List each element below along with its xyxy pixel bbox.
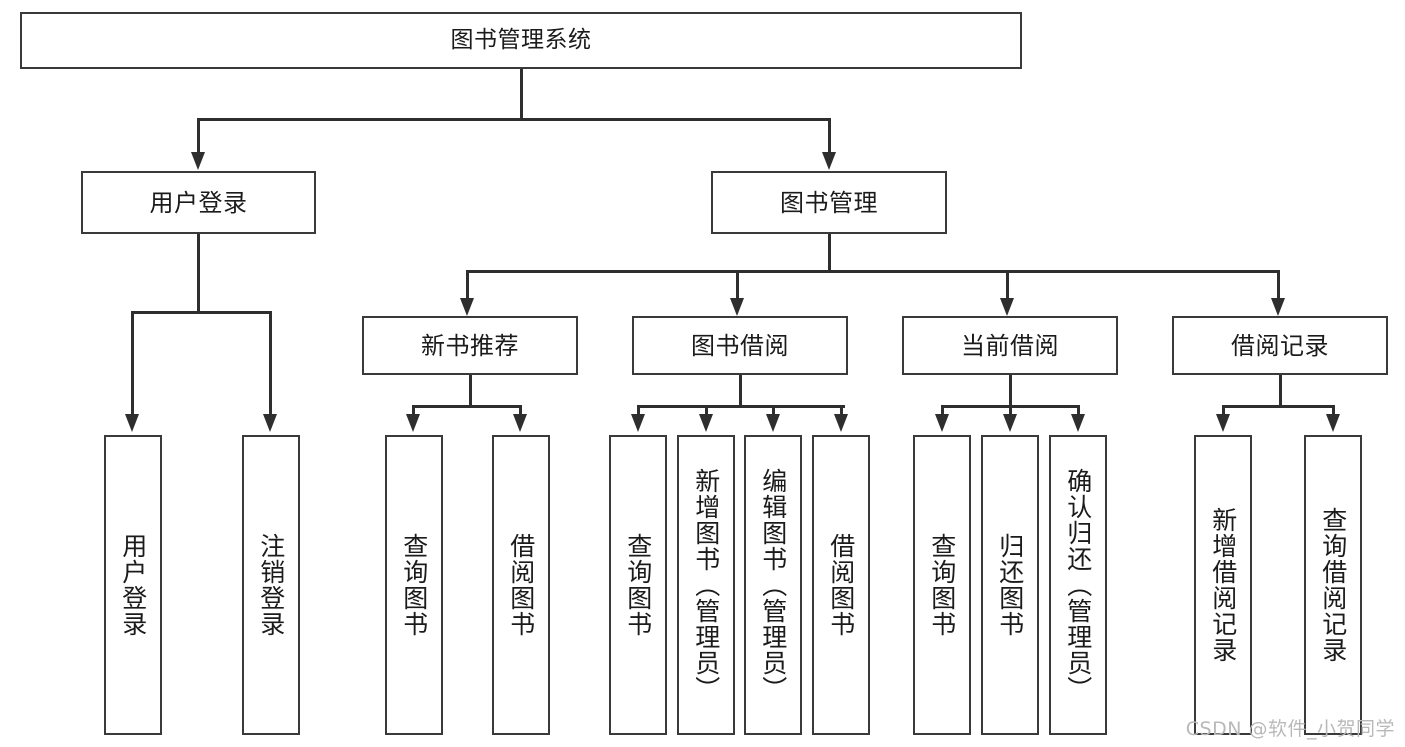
leaf-user-login-2-label: 注销登录 — [256, 533, 286, 637]
arrowhead-user-login-2 — [263, 414, 277, 432]
leaf-user-login-2[interactable]: 注销登录 — [242, 435, 300, 735]
leaf-new-book-2-label: 借阅图书 — [506, 533, 536, 637]
arrowhead-level3-2 — [730, 298, 744, 316]
leaf-new-book-1[interactable]: 查询图书 — [385, 435, 443, 735]
arrowhead-book-borrow-2 — [699, 414, 713, 432]
leaf-book-borrow-4-label: 借阅图书 — [826, 533, 856, 637]
arrowhead-level2-1 — [191, 152, 205, 170]
connector-borrow-record-stem — [1279, 375, 1282, 405]
arrowhead-current-borrow-2 — [1003, 414, 1017, 432]
connector-user-login-stem — [197, 234, 200, 311]
leaf-current-borrow-1-label: 查询图书 — [927, 533, 957, 637]
connector-current-borrow-drop-3 — [1077, 405, 1080, 416]
connector-book-borrow-drop-3 — [772, 405, 775, 416]
arrowhead-book-borrow-1 — [631, 414, 645, 432]
connector-root-stem — [520, 69, 523, 118]
connector-user-login-bus — [131, 311, 271, 314]
connector-new-book-stem — [469, 375, 472, 405]
arrowhead-level3-3 — [1000, 298, 1014, 316]
node-current-borrow-label: 当前借阅 — [961, 331, 1059, 360]
leaf-book-borrow-3[interactable]: 编辑图书（管理员） — [744, 435, 802, 735]
arrowhead-level2-2 — [822, 152, 836, 170]
connector-current-borrow-stem — [1009, 375, 1012, 405]
connector-book-borrow-stem — [739, 375, 742, 405]
connector-book-borrow-drop-2 — [705, 405, 708, 416]
connector-book-borrow-bus — [637, 405, 845, 408]
connector-level3-drop-2 — [736, 270, 739, 300]
leaf-current-borrow-3-label: 确认归还（管理员） — [1063, 468, 1093, 702]
connector-level2-drop-2 — [828, 118, 831, 154]
arrowhead-user-login-1 — [125, 414, 139, 432]
node-borrow-record-label: 借阅记录 — [1231, 331, 1329, 360]
connector-new-book-drop-2 — [519, 405, 522, 416]
connector-level2-bus — [197, 118, 831, 121]
connector-borrow-record-drop-1 — [1222, 405, 1225, 416]
leaf-user-login-1-label: 用户登录 — [118, 533, 148, 637]
leaf-book-borrow-1-label: 查询图书 — [623, 533, 653, 637]
connector-current-borrow-drop-2 — [1009, 405, 1012, 416]
connector-level3-bus — [466, 270, 1280, 273]
connector-book-management-stem — [828, 234, 831, 270]
leaf-current-borrow-2[interactable]: 归还图书 — [981, 435, 1039, 735]
leaf-new-book-1-label: 查询图书 — [399, 533, 429, 637]
node-borrow-record[interactable]: 借阅记录 — [1172, 316, 1388, 375]
arrowhead-current-borrow-3 — [1071, 414, 1085, 432]
leaf-book-borrow-4[interactable]: 借阅图书 — [812, 435, 870, 735]
connector-level3-drop-4 — [1277, 270, 1280, 300]
arrowhead-new-book-2 — [513, 414, 527, 432]
connector-borrow-record-bus — [1222, 405, 1335, 408]
leaf-book-borrow-2[interactable]: 新增图书（管理员） — [677, 435, 735, 735]
node-new-book-recommend-label: 新书推荐 — [421, 331, 519, 360]
connector-user-login-drop-2 — [269, 311, 272, 416]
connector-current-borrow-drop-1 — [941, 405, 944, 416]
connector-new-book-bus — [412, 405, 522, 408]
node-book-management-label: 图书管理 — [780, 188, 878, 217]
connector-borrow-record-drop-2 — [1332, 405, 1335, 416]
leaf-book-borrow-3-label: 编辑图书（管理员） — [758, 468, 788, 702]
leaf-new-book-2[interactable]: 借阅图书 — [492, 435, 550, 735]
connector-user-login-drop-1 — [131, 311, 134, 416]
leaf-current-borrow-2-label: 归还图书 — [995, 533, 1025, 637]
arrowhead-borrow-record-2 — [1326, 414, 1340, 432]
leaf-borrow-record-2[interactable]: 查询借阅记录 — [1304, 435, 1362, 735]
leaf-borrow-record-2-label: 查询借阅记录 — [1318, 507, 1348, 663]
arrowhead-level3-4 — [1271, 298, 1285, 316]
connector-new-book-drop-1 — [412, 405, 415, 416]
leaf-book-borrow-2-label: 新增图书（管理员） — [691, 468, 721, 702]
node-book-management[interactable]: 图书管理 — [711, 171, 947, 234]
node-root[interactable]: 图书管理系统 — [20, 12, 1022, 69]
connector-book-borrow-drop-4 — [840, 405, 843, 416]
arrowhead-borrow-record-1 — [1216, 414, 1230, 432]
leaf-book-borrow-1[interactable]: 查询图书 — [609, 435, 667, 735]
arrowhead-book-borrow-4 — [834, 414, 848, 432]
arrowhead-new-book-1 — [406, 414, 420, 432]
leaf-borrow-record-1[interactable]: 新增借阅记录 — [1194, 435, 1252, 735]
node-user-login-label: 用户登录 — [149, 188, 248, 217]
node-book-borrow[interactable]: 图书借阅 — [632, 316, 848, 375]
arrowhead-current-borrow-1 — [935, 414, 949, 432]
node-current-borrow[interactable]: 当前借阅 — [902, 316, 1118, 375]
arrowhead-level3-1 — [460, 298, 474, 316]
leaf-borrow-record-1-label: 新增借阅记录 — [1208, 507, 1238, 663]
arrowhead-book-borrow-3 — [766, 414, 780, 432]
node-new-book-recommend[interactable]: 新书推荐 — [362, 316, 578, 375]
node-user-login[interactable]: 用户登录 — [81, 171, 316, 234]
connector-level3-drop-3 — [1006, 270, 1009, 300]
node-book-borrow-label: 图书借阅 — [691, 331, 789, 360]
connector-level3-drop-1 — [466, 270, 469, 300]
leaf-current-borrow-1[interactable]: 查询图书 — [913, 435, 971, 735]
node-root-label: 图书管理系统 — [450, 27, 592, 54]
connector-book-borrow-drop-1 — [637, 405, 640, 416]
connector-level2-drop-1 — [197, 118, 200, 154]
leaf-user-login-1[interactable]: 用户登录 — [104, 435, 162, 735]
leaf-current-borrow-3[interactable]: 确认归还（管理员） — [1049, 435, 1107, 735]
